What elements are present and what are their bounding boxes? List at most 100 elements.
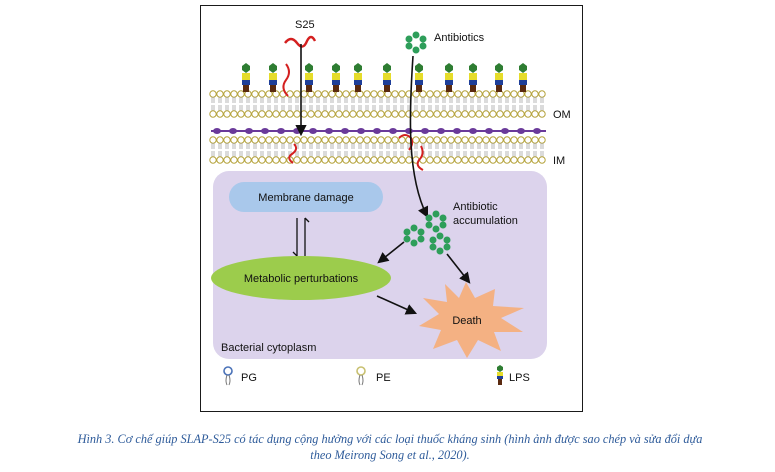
om-lipid-head	[384, 110, 392, 118]
om-lipid-tail	[351, 105, 355, 111]
im-lipid-tail	[449, 151, 453, 157]
im-lipid-tail	[302, 151, 306, 157]
im-lipid-tail	[239, 143, 243, 149]
im-lipid-head	[510, 156, 518, 164]
im-lipid-tail	[274, 151, 278, 157]
om-lipid-tail	[337, 105, 341, 111]
periplasm-bead	[501, 128, 509, 134]
om-lipid-tail	[372, 105, 376, 111]
im-lipid-tail	[463, 143, 467, 149]
om-lipid-head	[209, 90, 217, 98]
om-lipid-head	[419, 90, 427, 98]
im-lipid-tail	[309, 151, 313, 157]
om-lipid-tail	[330, 105, 334, 111]
im-lipid-head	[538, 136, 546, 144]
periplasm-bead	[325, 128, 333, 134]
im-lipid-tail	[505, 151, 509, 157]
im-lipid-tail	[281, 143, 285, 149]
om-lipid-tail	[274, 97, 278, 103]
om-lipid-head	[230, 110, 238, 118]
im-lipid-head	[230, 136, 238, 144]
om-lipid-head	[468, 110, 476, 118]
om-lipid-tail	[526, 105, 530, 111]
om-lipid-head	[538, 90, 546, 98]
om-lipid-tail	[393, 105, 397, 111]
om-lipid-head	[342, 90, 350, 98]
om-lipid-tail	[421, 105, 425, 111]
im-lipid-head	[335, 136, 343, 144]
antibiotics-label: Antibiotics	[434, 32, 485, 44]
im-lipid-head	[405, 156, 413, 164]
om-lipid-head	[538, 110, 546, 118]
im-lipid-head	[531, 136, 539, 144]
im-lipid-tail	[477, 151, 481, 157]
im-lipid-tail	[393, 143, 397, 149]
om-lipid-tail	[211, 105, 215, 111]
om-lipid-tail	[414, 105, 418, 111]
om-lipid-tail	[288, 105, 292, 111]
im-lipid-head	[286, 136, 294, 144]
im-lipid-tail	[323, 143, 327, 149]
im-lipid-head	[356, 156, 364, 164]
om-lipid-tail	[316, 105, 320, 111]
om-lipid-head	[349, 90, 357, 98]
figure-caption: Hình 3. Cơ chế giúp SLAP-S25 có tác dụng…	[10, 431, 770, 463]
im-lipid-tail	[323, 151, 327, 157]
om-lipid-head	[377, 110, 385, 118]
om-lipid-tail	[365, 105, 369, 111]
om-lipid-head	[503, 110, 511, 118]
om-lipid-head	[272, 110, 280, 118]
im-lipid-head	[468, 156, 476, 164]
im-lipid-tail	[386, 151, 390, 157]
im-lipid-head	[328, 156, 336, 164]
accumulation-to-death-arrow	[446, 253, 471, 284]
periplasm-bead	[229, 128, 237, 134]
im-lipid-tail	[316, 151, 320, 157]
im-lipid-tail	[344, 151, 348, 157]
om-lipid-head	[531, 110, 539, 118]
om-lipid-head	[426, 110, 434, 118]
im-lipid-tail	[519, 151, 523, 157]
im-lipid-head	[363, 156, 371, 164]
im-lipid-tail	[267, 151, 271, 157]
om-lipid-head	[482, 90, 490, 98]
im-lipid-tail	[337, 151, 341, 157]
im-lipid-head	[391, 136, 399, 144]
im-lipid-tail	[456, 151, 460, 157]
im-lipid-tail	[295, 151, 299, 157]
om-lipid-tail	[477, 105, 481, 111]
im-lipid-tail	[358, 151, 362, 157]
om-lipid-tail	[491, 105, 495, 111]
lps-molecule	[469, 63, 477, 92]
im-lipid-head	[272, 136, 280, 144]
om-lipid-tail	[246, 105, 250, 111]
om-lipid-tail	[295, 105, 299, 111]
im-lipid-head	[272, 156, 280, 164]
om-lipid-tail	[239, 97, 243, 103]
death-burst	[419, 282, 524, 358]
im-lipid-tail	[239, 151, 243, 157]
periplasm-bead	[341, 128, 349, 134]
om-lipid-tail	[344, 97, 348, 103]
om-lipid-tail	[484, 97, 488, 103]
om-lipid-tail	[435, 97, 439, 103]
om-lipid-head	[265, 90, 273, 98]
im-lipid-tail	[232, 143, 236, 149]
om-lipid-tail	[414, 97, 418, 103]
im-lipid-head	[216, 156, 224, 164]
im-lipid-head	[244, 156, 252, 164]
lps-molecule	[415, 63, 423, 92]
om-lipid-head	[454, 90, 462, 98]
im-lipid-tail	[463, 151, 467, 157]
periplasm-bead	[485, 128, 493, 134]
death-label: Death	[452, 315, 481, 327]
antibiotics-arrow	[409, 55, 429, 219]
im-lipid-tail	[379, 151, 383, 157]
om-lipid-tail	[358, 97, 362, 103]
periplasm-bead	[261, 128, 269, 134]
im-lipid-head	[447, 136, 455, 144]
im-lipid-tail	[484, 151, 488, 157]
im-lipid-head	[349, 156, 357, 164]
antibiotics-icon	[405, 31, 427, 54]
om-lipid-head	[356, 110, 364, 118]
